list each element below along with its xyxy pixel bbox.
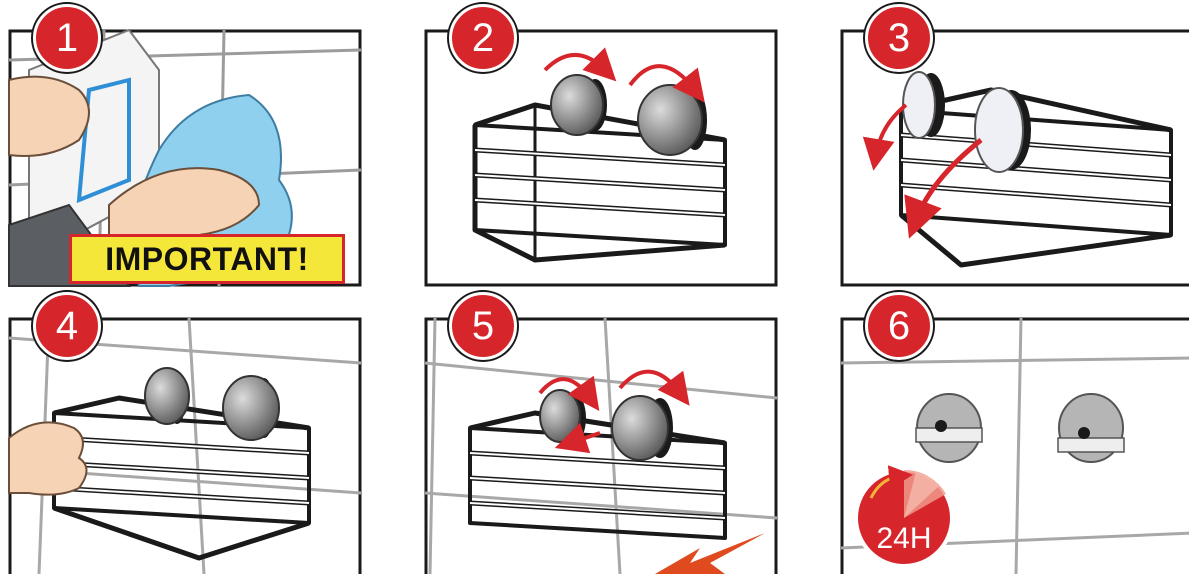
suction-cup-right — [638, 85, 707, 155]
step-number-badge: 2 — [449, 4, 517, 72]
wall-mount-left — [916, 394, 982, 462]
step-3-panel: 3 — [841, 30, 1189, 286]
suction-cup-left — [145, 368, 189, 424]
adhesive-disc-left — [903, 72, 945, 138]
step-2-panel: 2 — [425, 30, 777, 286]
important-warning-label: IMPORTANT! — [69, 234, 345, 284]
step-number-badge: 1 — [33, 4, 101, 72]
suction-cup-right — [612, 396, 673, 460]
step-number-badge: 5 — [449, 292, 517, 360]
wall-mount-right — [1058, 394, 1124, 462]
pressing-hand — [9, 422, 87, 494]
step-number-badge: 4 — [33, 292, 101, 360]
step-5-panel: 5 — [425, 318, 777, 574]
step-1-panel: IMPORTANT! 1 — [9, 30, 361, 286]
suction-cup-left — [551, 75, 607, 135]
timer-duration-label: 24H — [858, 524, 950, 554]
suction-cup-left — [540, 390, 586, 442]
step-number-badge: 3 — [865, 4, 933, 72]
adhesive-disc-right — [975, 88, 1031, 172]
suction-cup-right — [223, 376, 279, 440]
step-4-panel: 4 — [9, 318, 361, 574]
step-number-badge: 6 — [865, 292, 933, 360]
